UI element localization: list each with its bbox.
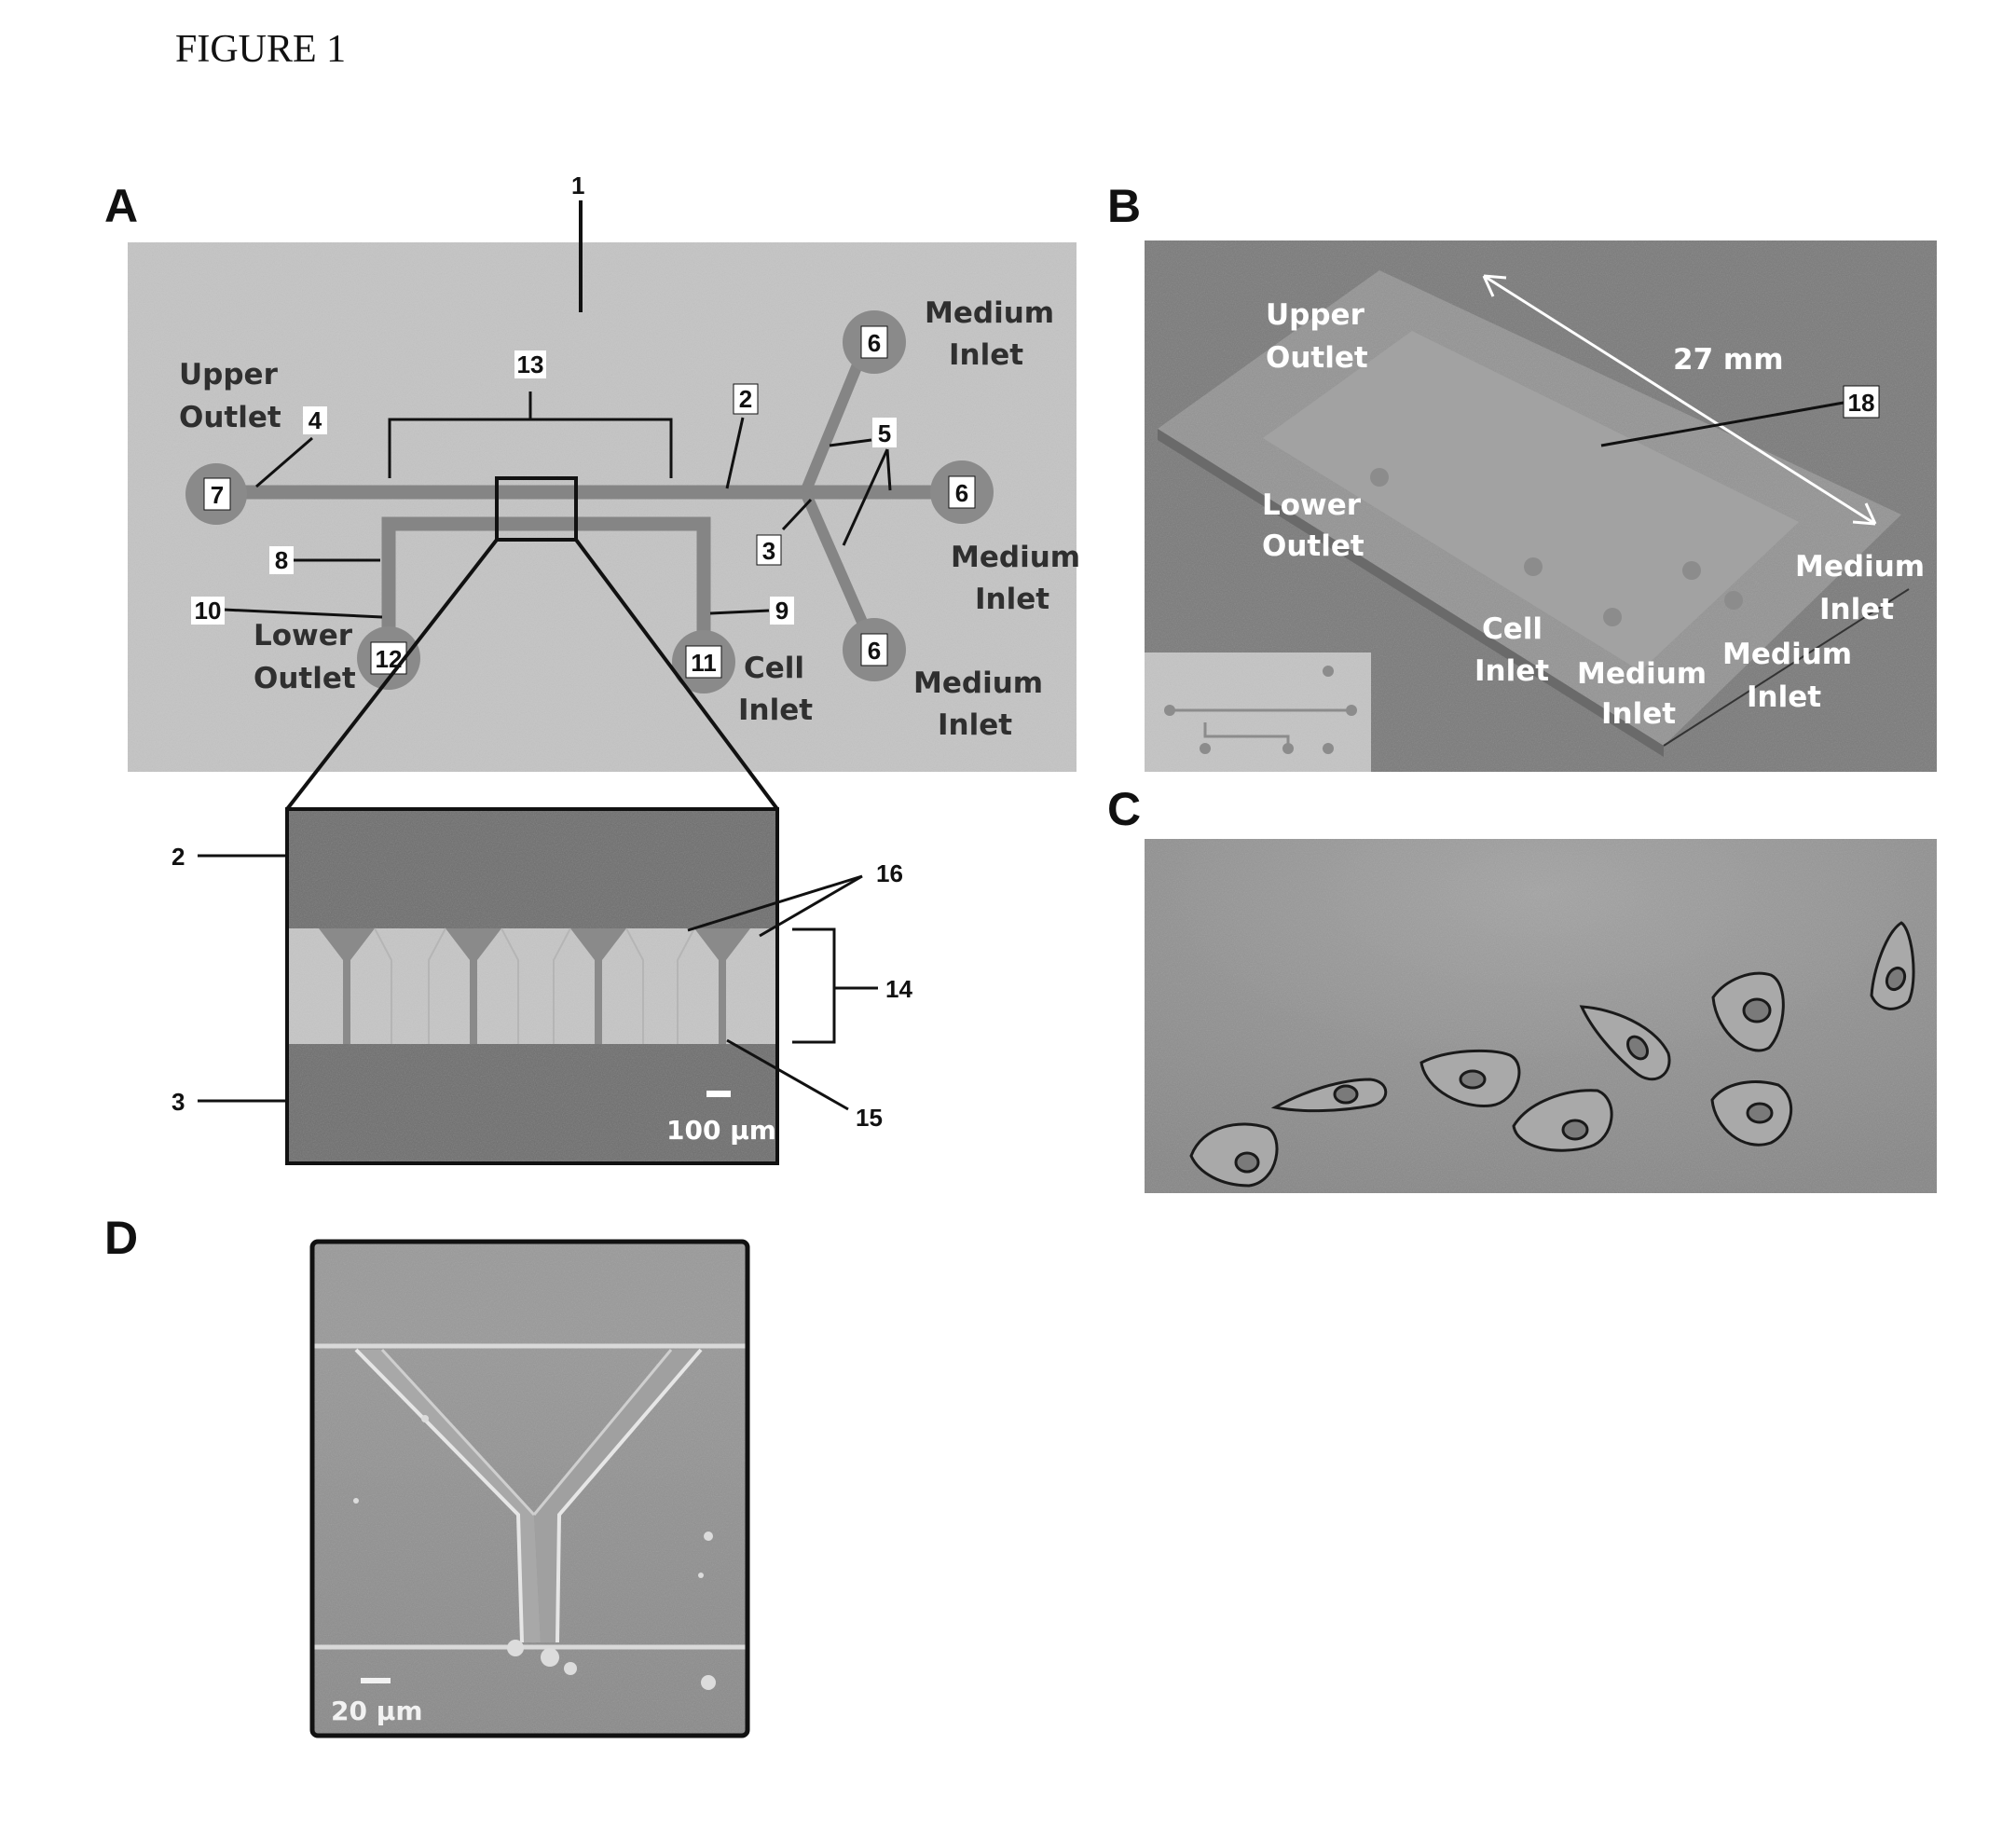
sem-upper-channel [312,1242,747,1344]
panel-a-letter: A [104,180,138,232]
sem-scale-label: 20 µm [331,1696,423,1726]
svg-text:2: 2 [739,385,752,413]
dimension-label: 27 mm [1673,343,1784,377]
ref-15: 15 [856,1104,883,1132]
barrier-bracket [792,929,834,1042]
ref-5: 5 [872,418,897,447]
svg-text:9: 9 [775,597,789,625]
svg-text:6: 6 [868,637,881,665]
svg-text:6: 6 [955,479,968,507]
port-number-cell-inlet: 11 [686,646,721,678]
zoom-ref-2: 2 [171,843,185,871]
ref-4: 4 [303,406,327,434]
device-ref-label: 1 [571,172,584,199]
port-number-upper-outlet: 7 [204,478,230,510]
ref-2: 2 [734,384,758,414]
port-number-medium-bottom: 6 [861,634,887,666]
zoom-scale-bar [706,1091,731,1097]
svg-text:10: 10 [195,597,222,625]
svg-text:18: 18 [1848,389,1875,417]
ref-3: 3 [757,535,781,565]
svg-text:3: 3 [762,537,775,565]
ref-10: 10 [191,597,225,625]
panel-b-letter: B [1107,180,1141,232]
panel-d-letter: D [104,1212,138,1264]
svg-text:6: 6 [868,329,881,357]
svg-text:8: 8 [275,546,288,574]
ref-14: 14 [885,975,912,1003]
panel-d: D 20 µm [104,1212,747,1736]
ref-9: 9 [770,597,794,625]
ref-13: 13 [514,350,546,378]
zoom-scale-label: 100 µm [666,1115,776,1146]
panel-a: A 1 7 6 6 [104,172,1090,1163]
port-number-medium-right: 6 [949,476,975,508]
figure-title: FIGURE 1 [175,28,346,71]
ref-8: 8 [269,546,294,574]
svg-text:4: 4 [309,406,322,434]
ref-18: 18 [1844,386,1879,418]
panel-c-letter: C [1107,783,1141,835]
zoom-view: 100 µm [287,809,777,1163]
svg-text:11: 11 [691,649,717,677]
zoom-ref-3: 3 [171,1088,185,1116]
ref-16: 16 [876,859,903,887]
sem-scale-bar [361,1678,391,1683]
svg-text:7: 7 [211,481,224,509]
chip-inset-image [1145,652,1371,772]
svg-text:5: 5 [878,419,891,447]
panel-b: B 27 mm [1107,180,1937,772]
svg-text:13: 13 [517,350,544,378]
port-number-lower-outlet: 12 [371,642,406,674]
panel-c: C [1107,783,1937,1193]
port-number-medium-top: 6 [861,326,887,358]
zoom-upper-channel [287,809,777,928]
